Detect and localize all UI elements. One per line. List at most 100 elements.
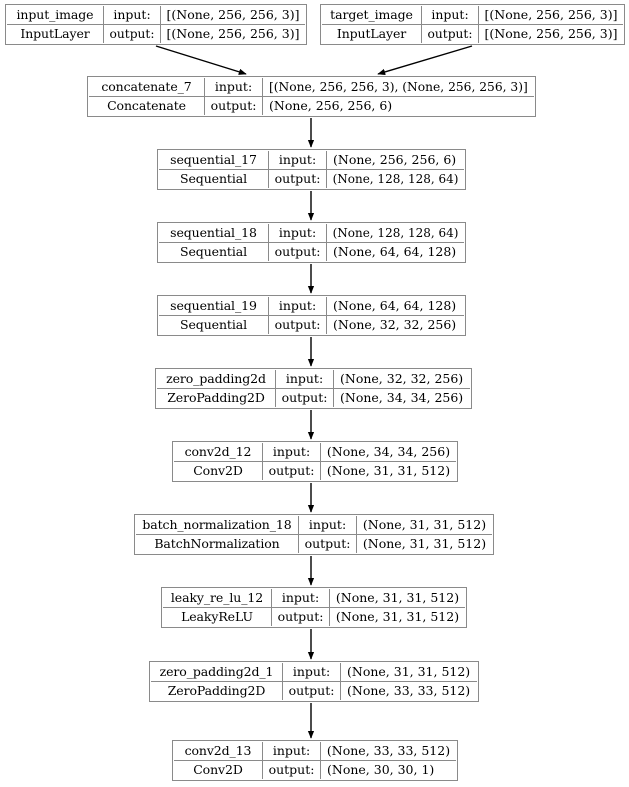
layer-name: sequential_19 <box>159 297 269 315</box>
input-shape-value: (None, 34, 34, 256) <box>326 443 451 459</box>
layer-name: conv2d_13 <box>174 742 263 760</box>
output-label: output: <box>276 389 334 407</box>
layer-class-name: Concatenate <box>89 97 205 115</box>
input-label: input: <box>276 370 334 388</box>
layer-class-name: InputLayer <box>322 25 422 43</box>
layer-class-name: Sequential <box>159 170 269 188</box>
output-shape-value: (None, 31, 31, 512) <box>335 608 460 624</box>
input-shape-value: [(None, 256, 256, 3), (None, 256, 256, 3… <box>269 79 528 94</box>
layer-name: conv2d_12 <box>174 443 263 461</box>
layer-class-name: InputLayer <box>7 25 104 43</box>
output-shape-value: (None, 31, 31, 512) <box>362 535 487 551</box>
layer-name: batch_normalization_18 <box>136 516 299 534</box>
input-shape-value: (None, 32, 32, 256) <box>340 370 464 386</box>
layer-class-name: ZeroPadding2D <box>157 389 276 407</box>
input-shape-value: (None, 31, 31, 512) <box>347 663 471 679</box>
output-label: output: <box>263 462 321 480</box>
input-shape-value: (None, 31, 31, 512) <box>335 589 460 605</box>
output-shape-value: (None, 31, 31, 512) <box>326 462 451 478</box>
output-shape-value: [(None, 256, 256, 3)] <box>484 25 618 41</box>
input-label: input: <box>283 663 341 681</box>
output-label: output: <box>272 608 330 626</box>
input-shape-value: [(None, 256, 256, 3)] <box>484 6 618 22</box>
edge-input_image-to-concatenate_7 <box>155 45 247 75</box>
input-label: input: <box>263 742 321 760</box>
layer-name: input_image <box>7 6 104 24</box>
layer-class-name: LeakyReLU <box>163 608 272 626</box>
input-shape-value: [(None, 256, 256, 3)] <box>166 6 300 22</box>
input-label: input: <box>205 78 263 96</box>
layer-name: target_image <box>322 6 422 24</box>
edge-target_image-to-concatenate_7 <box>377 45 473 76</box>
output-label: output: <box>205 97 263 115</box>
input-label: input: <box>272 589 330 607</box>
output-shape-value: (None, 64, 64, 128) <box>333 243 457 259</box>
output-label: output: <box>269 316 327 334</box>
input-shape-value: (None, 64, 64, 128) <box>333 297 457 313</box>
layer-class-name: Conv2D <box>174 462 263 480</box>
layer-name: concatenate_7 <box>89 78 205 96</box>
layer-class-name: Conv2D <box>174 761 263 779</box>
layer-name: zero_padding2d_1 <box>151 663 283 681</box>
input-shape-value: (None, 31, 31, 512) <box>362 516 487 532</box>
output-label: output: <box>269 243 327 261</box>
layer-class-name: ZeroPadding2D <box>151 682 283 700</box>
output-shape-value: (None, 34, 34, 256) <box>340 389 464 405</box>
layer-name: leaky_re_lu_12 <box>163 589 272 607</box>
output-label: output: <box>263 761 321 779</box>
output-label: output: <box>104 25 161 43</box>
layer-class-name: Sequential <box>159 316 269 334</box>
output-shape-value: (None, 256, 256, 6) <box>269 97 393 113</box>
input-label: input: <box>269 224 327 242</box>
layer-class-name: Sequential <box>159 243 269 261</box>
output-shape-value: (None, 32, 32, 256) <box>333 316 457 332</box>
input-label: input: <box>263 443 321 461</box>
input-shape-value: (None, 256, 256, 6) <box>333 151 457 167</box>
input-label: input: <box>269 297 327 315</box>
output-shape-value: [(None, 256, 256, 3)] <box>166 25 300 41</box>
input-label: input: <box>269 151 327 169</box>
input-label: input: <box>299 516 357 534</box>
output-label: output: <box>269 170 327 188</box>
input-label: input: <box>104 6 161 24</box>
input-shape-value: (None, 33, 33, 512) <box>326 742 451 758</box>
input-shape-value: (None, 128, 128, 64) <box>332 226 459 240</box>
layer-name: sequential_18 <box>159 224 269 242</box>
layer-name: sequential_17 <box>159 151 269 169</box>
output-label: output: <box>283 682 341 700</box>
layer-name: zero_padding2d <box>157 370 276 388</box>
